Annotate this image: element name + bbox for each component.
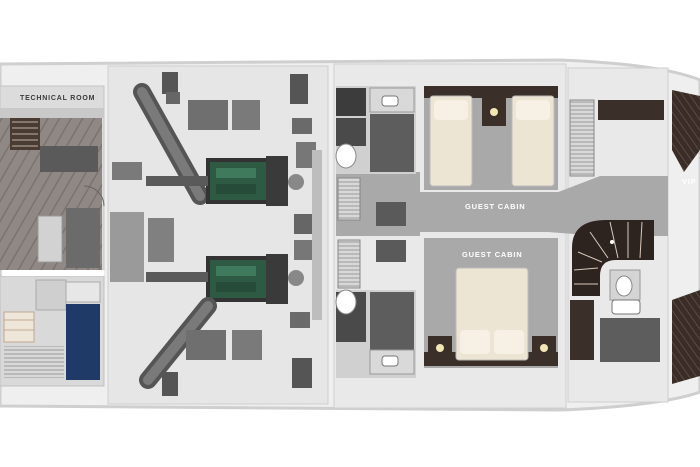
spiral-staircase [572,220,654,296]
technical-room-lower [0,275,105,387]
guest-area [333,63,567,409]
engine-top [146,156,304,206]
vip-hull-wood-bottom [672,290,700,384]
label-technical-room: TECHNICAL ROOM [20,95,95,102]
guest-cabin-bottom [424,238,558,368]
blue-equipment [66,304,100,380]
label-guest-cabin-top: GUEST CABIN [465,202,525,211]
vip-area [548,67,700,403]
bathroom-top [335,86,416,174]
label-vip: VIP [682,177,697,186]
engine-bottom [146,254,304,304]
label-guest-cabin-bottom: GUEST CABIN [462,250,522,259]
technical-room-area [0,85,105,271]
engine-room [107,65,329,405]
guest-cabin-top [424,86,558,190]
bathroom-bottom [335,289,416,378]
vip-hull-wood-top [672,90,700,172]
